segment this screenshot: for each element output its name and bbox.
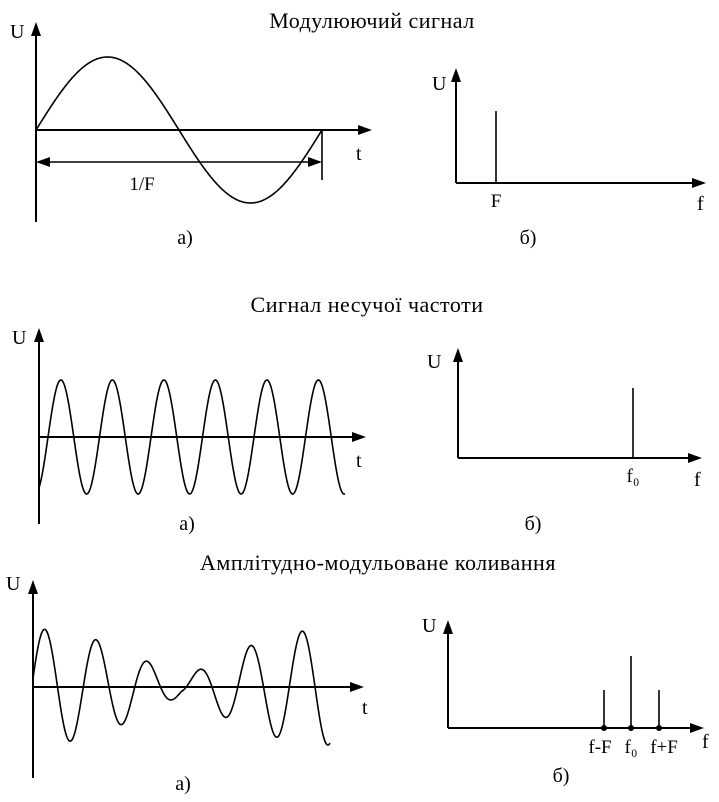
panel-3-spectrum-y-arrow <box>443 620 453 634</box>
panel-2-spectrum-x-label: f <box>694 469 701 491</box>
panel-3-spectrum-y-label: U <box>422 615 437 637</box>
panel-3-tick-upper: f+F <box>650 737 678 758</box>
panel-3-spectrum-x-label: f <box>702 731 709 753</box>
panel-1-spectrum-sub-label: б) <box>520 227 537 249</box>
panel-2-time-y-arrow <box>34 328 44 342</box>
panel-3-spectrum-sub-label: б) <box>553 765 570 787</box>
panel-2-carrier-wave <box>38 379 346 495</box>
panel-1-spectrum-x-label: f <box>697 193 704 215</box>
panel-3-time-y-label: U <box>6 573 21 595</box>
panel-3-tick-lower: f-F <box>588 737 611 758</box>
panel-3-dot-lower <box>601 725 607 731</box>
panel-1-spectrum-y-arrow <box>451 68 461 82</box>
panel-1-time-plot: U t 1/F а) <box>10 21 372 249</box>
panel-1-time-y-arrow <box>31 22 41 36</box>
panel-2-spectrum-plot: U f f₀ б) <box>427 348 702 535</box>
panel-1-time-y-label: U <box>10 21 25 43</box>
panel-1-period-arrow-left <box>36 157 50 167</box>
panel-1-time-x-arrow <box>358 125 372 135</box>
panel-2-time-sub-label: а) <box>179 513 195 535</box>
panel-1-title: Модулюючий сигнал <box>269 8 475 33</box>
panel-1-tick-F: F <box>491 191 502 212</box>
panel-1-spectrum-plot: U f F б) <box>432 68 706 249</box>
panel-3-title: Амплітудно-модульоване коливання <box>200 550 556 575</box>
panel-2-time-x-arrow <box>352 432 366 442</box>
panel-1-period-label: 1/F <box>129 174 154 195</box>
panel-1-spectrum-y-label: U <box>432 73 447 95</box>
panel-2-spectrum-x-arrow <box>688 453 702 463</box>
panel-3-am-wave <box>32 628 331 746</box>
panel-3-time-x-label: t <box>362 697 368 719</box>
panel-1-spectrum-x-arrow <box>692 178 706 188</box>
panel-2-spectrum-sub-label: б) <box>525 513 542 535</box>
panel-2-spectrum-y-arrow <box>453 348 463 362</box>
panel-3-time-x-arrow <box>350 682 364 692</box>
panel-1-period-arrow-right <box>308 157 322 167</box>
panel-3-spectrum-plot: U f f-F f₀ f+F б) <box>422 615 709 787</box>
panel-2-time-y-label: U <box>12 327 27 349</box>
panel-2-tick-f0: f₀ <box>627 466 640 487</box>
panel-1-modulating-wave <box>35 56 323 204</box>
panel-3-dot-carrier <box>628 725 634 731</box>
panel-2-time-x-label: t <box>356 450 362 472</box>
panel-3-time-plot: U t а) <box>6 573 368 795</box>
panel-1-time-sub-label: а) <box>177 227 193 249</box>
panel-3-time-sub-label: а) <box>175 773 191 795</box>
panel-2-title: Сигнал несучої частоти <box>251 292 484 317</box>
panel-2-time-plot: U t а) <box>12 327 366 535</box>
panel-3-tick-carrier: f₀ <box>625 737 638 758</box>
panel-3-time-y-arrow <box>28 580 38 594</box>
panel-3-spectrum-x-arrow <box>690 723 704 733</box>
panel-3-dot-upper <box>656 725 662 731</box>
panel-1-time-x-label: t <box>356 143 362 165</box>
panel-2-spectrum-y-label: U <box>427 351 442 373</box>
